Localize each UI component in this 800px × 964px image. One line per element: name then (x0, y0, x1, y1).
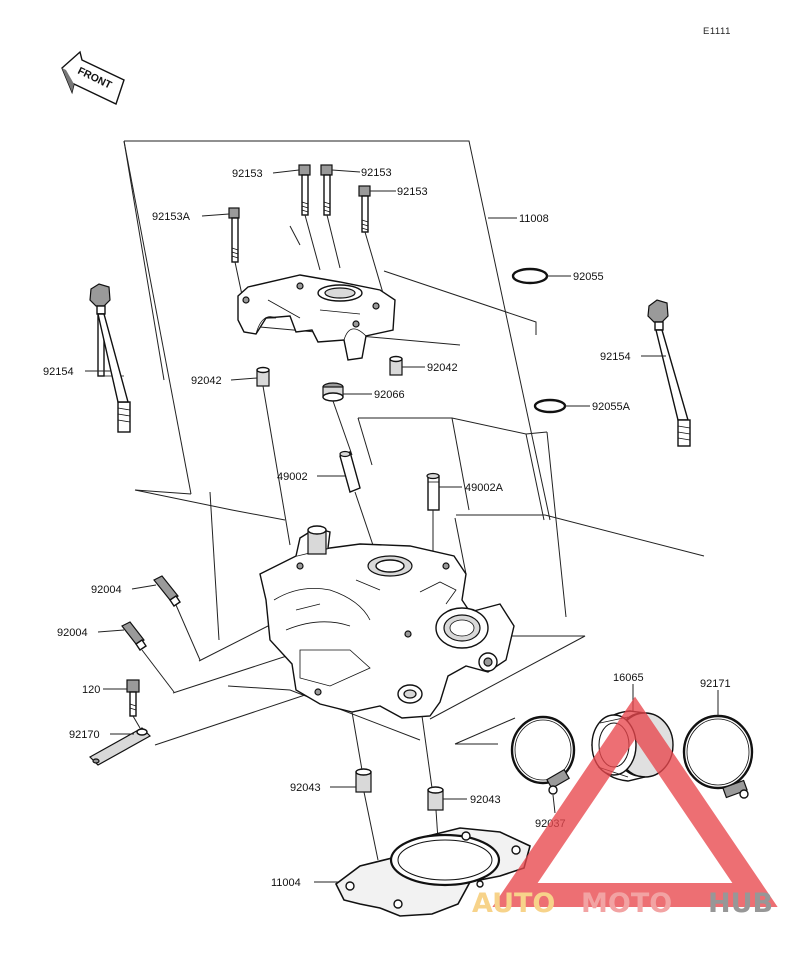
assembly-frame-lines (123, 140, 705, 746)
bolt-92153-c (358, 185, 371, 233)
valve-guide-49002 (339, 450, 361, 493)
hose-clamp-92037 (510, 715, 576, 795)
stud-bolt-92154-left (89, 283, 131, 433)
dowel-92043-right (427, 786, 444, 811)
label-92055A: 92055A (592, 401, 631, 413)
hose-clamp-92171 (682, 714, 754, 799)
label-92055: 92055 (573, 271, 604, 283)
label-92171: 92171 (700, 678, 731, 690)
stud-92004-b (121, 621, 147, 651)
label-92042-left: 92042 (191, 375, 222, 387)
label-16065: 16065 (613, 672, 644, 684)
bolt-120 (126, 679, 140, 717)
watermark-moto: MOTO (581, 888, 672, 919)
valve-guide-49002A (426, 472, 440, 511)
label-92043-left: 92043 (290, 782, 321, 794)
stud-bolt-92154-right (647, 299, 691, 447)
stud-92004-a (153, 575, 181, 607)
bolt-92153A (228, 207, 240, 263)
o-ring-92055A (533, 398, 567, 414)
label-92153-b: 92153 (361, 167, 392, 179)
label-92154-left: 92154 (43, 366, 74, 378)
cylinder-head (259, 525, 515, 719)
watermark-auto: AUTO (472, 888, 555, 919)
bolt-92153-a (298, 164, 311, 216)
label-92004-a: 92004 (91, 584, 122, 596)
camshaft-cap-assembly (237, 274, 396, 361)
label-92154-right: 92154 (600, 351, 631, 363)
clamp-92170 (89, 727, 151, 766)
front-arrow-icon: FRONT (61, 50, 125, 105)
dowel-92043-left (355, 768, 372, 793)
label-92153-c: 92153 (397, 186, 428, 198)
label-92042-right: 92042 (427, 362, 458, 374)
label-11008: 11008 (519, 213, 549, 225)
label-92004-b: 92004 (57, 627, 88, 639)
label-49002: 49002 (277, 471, 308, 483)
bolt-92153-b (320, 164, 333, 216)
dowel-92042-right (389, 355, 403, 376)
label-92170: 92170 (69, 729, 100, 741)
label-92066: 92066 (374, 389, 405, 401)
dowel-92042-left (256, 366, 270, 387)
label-92153A: 92153A (152, 211, 191, 223)
label-49002A: 49002A (465, 482, 504, 494)
label-92043-right: 92043 (470, 794, 501, 806)
o-ring-92055 (511, 267, 549, 285)
plug-92066 (322, 382, 344, 402)
head-gasket-11004 (334, 827, 531, 917)
label-11004: 11004 (271, 877, 301, 889)
diagram-code: E1111 (703, 26, 731, 37)
label-120: 120 (82, 684, 100, 696)
label-92153-a: 92153 (232, 168, 263, 180)
automotohub-watermark: AUTO MOTO HUB (472, 696, 778, 919)
watermark-hub: HUB (708, 888, 773, 919)
